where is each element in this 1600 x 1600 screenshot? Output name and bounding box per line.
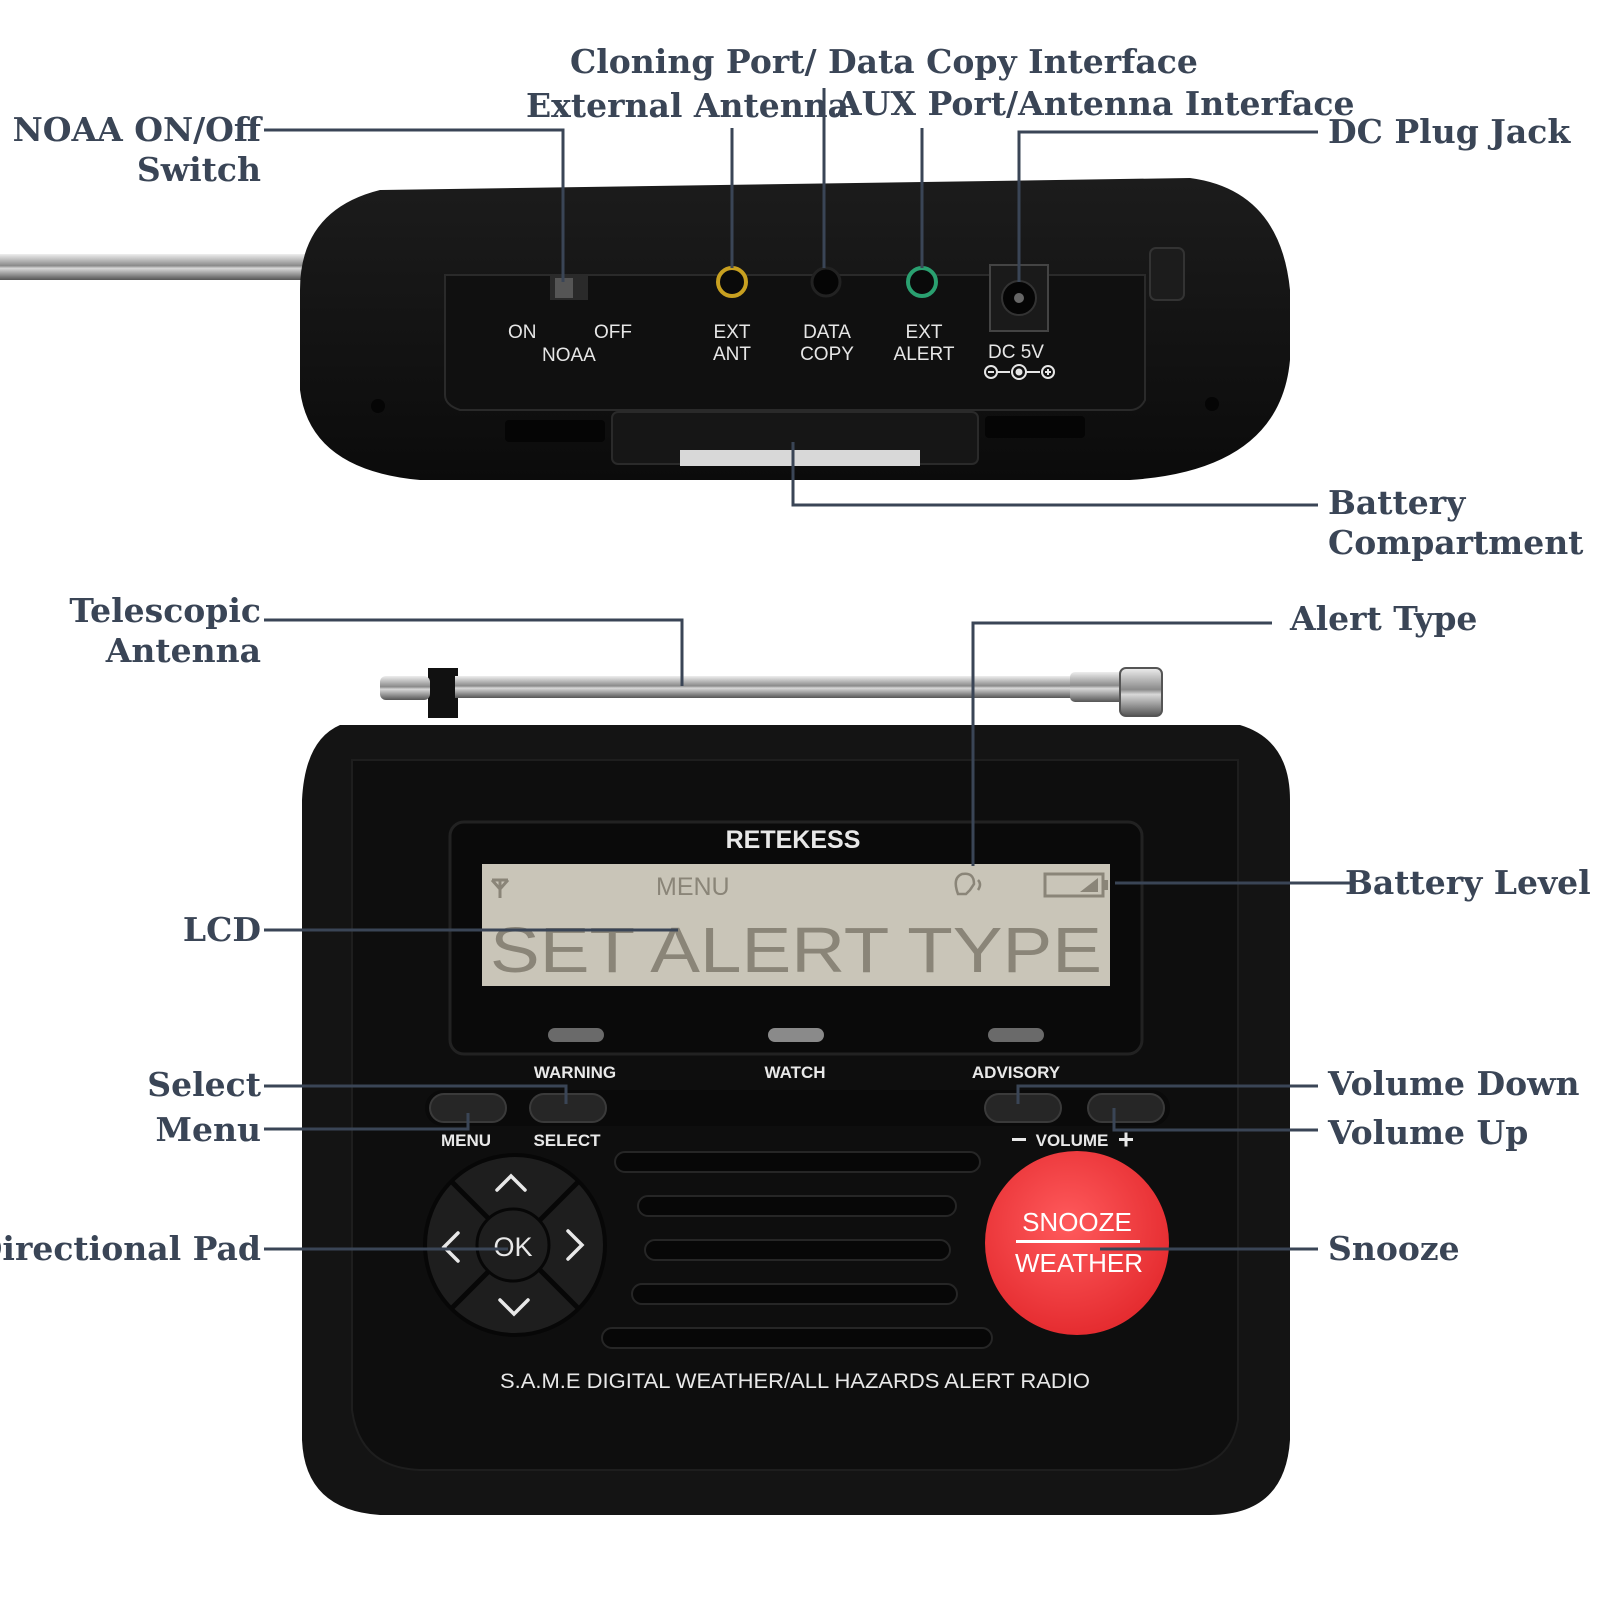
callout-external-antenna: External Antenna: [526, 86, 850, 125]
rear-foot-left: [505, 420, 605, 442]
brand-logo: RETEKESS: [726, 826, 861, 854]
noaa-off-label: OFF: [594, 322, 632, 343]
leader-lines: [264, 88, 1350, 1251]
leader-dc: [1017, 130, 1318, 282]
ok-button[interactable]: [475, 1207, 551, 1283]
menu-button-label: MENU: [441, 1131, 491, 1150]
callout-cloning-port: Cloning Port/ Data Copy Interface: [570, 42, 1198, 81]
callout-alert-type: Alert Type: [1290, 599, 1478, 638]
product-tagline: S.A.M.E DIGITAL WEATHER/ALL HAZARDS ALER…: [500, 1370, 1090, 1393]
leader-volume-down: [1016, 1084, 1318, 1104]
front-view: RETEKESS MENU SET ALERT TYPE WARNING WAT…: [302, 667, 1290, 1515]
leader-telescopic-antenna: [264, 618, 684, 686]
rear-foot-right: [985, 416, 1085, 438]
leader-noaa: [264, 128, 565, 282]
rear-antenna-rod: [0, 254, 350, 280]
down-arrow-icon[interactable]: [498, 1298, 530, 1317]
callout-volume-down: Volume Down: [1328, 1064, 1580, 1103]
right-arrow-icon[interactable]: [566, 1229, 585, 1261]
rear-clip: [1149, 247, 1185, 301]
alert-type-voice-icon: [954, 872, 982, 896]
callout-menu: Menu: [155, 1110, 261, 1149]
polarity-icon: [984, 364, 1055, 380]
volume-minus-icon: [1012, 1138, 1026, 1141]
select-button-label: SELECT: [533, 1131, 601, 1150]
weather-label: WEATHER: [1015, 1248, 1143, 1278]
button-bar: [425, 1090, 1170, 1126]
battery-label-sticker: [680, 450, 920, 466]
battery-level-icon: [1043, 872, 1108, 898]
leader-select: [264, 1084, 568, 1104]
snooze-divider: [1016, 1240, 1140, 1243]
ext-ant-jack[interactable]: [716, 266, 748, 298]
watch-label: WATCH: [764, 1063, 825, 1082]
callout-directional-pad: Directional Pad: [0, 1229, 261, 1268]
ok-label: OK: [493, 1232, 532, 1262]
volume-plus-icon: [1119, 1132, 1133, 1147]
front-antenna-hinge: [1119, 667, 1163, 717]
rear-panel-face: [444, 274, 1146, 411]
snooze-label: SNOOZE: [1022, 1207, 1132, 1237]
advisory-led: [988, 1028, 1044, 1042]
dc-jack-pin: [1014, 293, 1024, 303]
rear-screw-left: [371, 399, 385, 413]
callout-select: Select: [147, 1065, 261, 1104]
warning-label: WARNING: [534, 1063, 616, 1082]
lcd-main-text: SET ALERT TYPE: [490, 914, 1102, 986]
leader-menu: [264, 1113, 470, 1131]
left-arrow-icon[interactable]: [441, 1231, 460, 1263]
lcd-screen: [482, 864, 1110, 986]
speaker-grille: [601, 1151, 993, 1349]
callout-volume-up: Volume Up: [1328, 1113, 1529, 1152]
noaa-on-label: ON: [508, 322, 537, 343]
callout-lcd: LCD: [182, 910, 261, 949]
watch-led: [768, 1028, 824, 1042]
front-antenna-rod: [455, 676, 1075, 698]
up-arrow-icon[interactable]: [495, 1173, 527, 1192]
warning-led: [548, 1028, 604, 1042]
antenna-signal-icon: [490, 878, 510, 898]
volume-down-button[interactable]: [984, 1093, 1062, 1123]
dc-label: DC 5V: [988, 342, 1044, 363]
lcd-menu-indicator: MENU: [656, 873, 730, 901]
front-antenna-base: [428, 668, 458, 718]
callout-aux-port: AUX Port/Antenna Interface: [836, 84, 1355, 123]
front-antenna-tip: [380, 676, 430, 700]
advisory-label: ADVISORY: [972, 1063, 1061, 1082]
leader-battery-compartment: [791, 442, 1318, 507]
callout-battery-level: Battery Level: [1345, 863, 1591, 902]
data-copy-jack[interactable]: [810, 266, 842, 298]
select-button[interactable]: [529, 1093, 607, 1123]
ext-alert-jack[interactable]: [906, 266, 938, 298]
leader-volume-up: [1112, 1108, 1318, 1132]
front-antenna-collar: [1070, 672, 1125, 702]
noaa-switch-knob[interactable]: [555, 278, 573, 298]
callout-dc-plug: DC Plug Jack: [1328, 112, 1571, 151]
leader-alert-type: [971, 621, 1272, 866]
callout-snooze: Snooze: [1328, 1229, 1460, 1268]
volume-up-button[interactable]: [1087, 1093, 1165, 1123]
rear-screw-right: [1205, 397, 1219, 411]
volume-label: VOLUME: [1036, 1131, 1109, 1150]
noaa-label: NOAA: [542, 345, 596, 366]
